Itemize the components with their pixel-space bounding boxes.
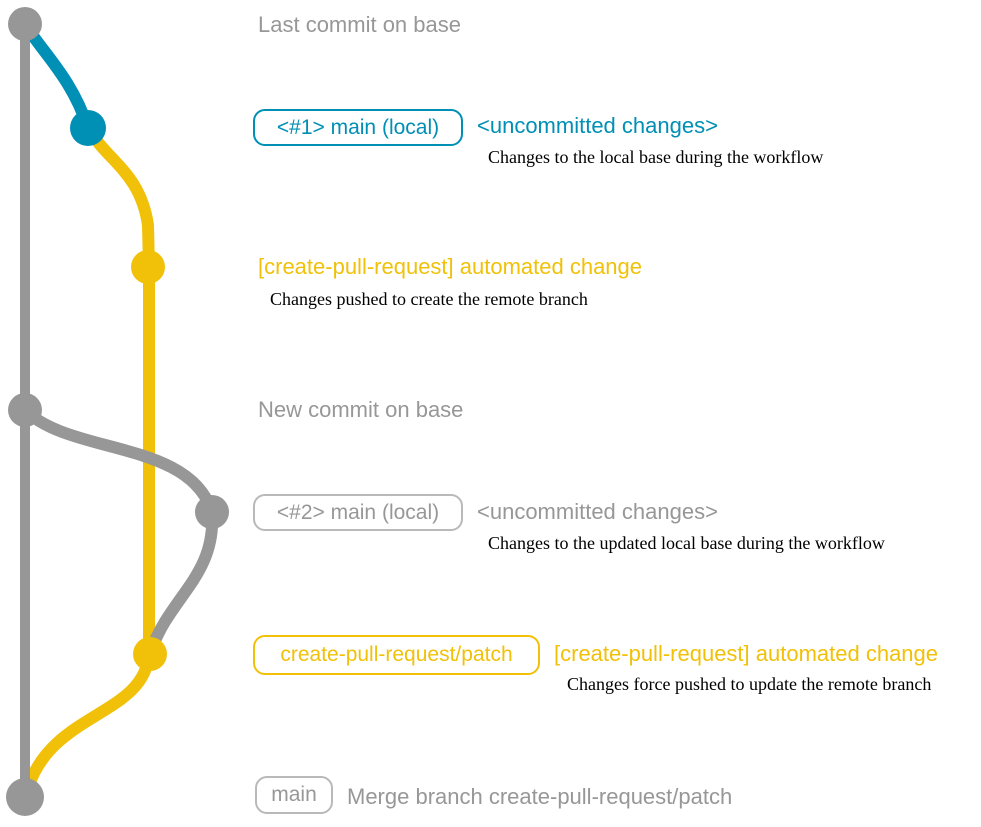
annotation-uncommitted-1: Changes to the local base during the wor…	[488, 147, 824, 167]
commit-dot-uncommitted-2	[195, 495, 229, 529]
commit-message-automated-1: [create-pull-request] automated change	[258, 254, 643, 279]
branch-label-main: main	[255, 776, 333, 814]
branch-line-main-local-2-out	[19, 404, 218, 518]
commit-message-automated-2: [create-pull-request] automated change	[554, 641, 939, 666]
commit-message-new-base: New commit on base	[258, 397, 464, 422]
branch-label-create-pull-request-patch: create-pull-request/patch	[253, 635, 540, 675]
annotation-uncommitted-2: Changes to the updated local base during…	[488, 533, 885, 553]
commit-message-uncommitted-2: <uncommitted changes>	[477, 499, 718, 524]
branch-label-main-local-1: <#1> main (local)	[253, 109, 463, 146]
annotation-automated-1: Changes pushed to create the remote bran…	[270, 289, 588, 309]
commit-dot-automated-change-1	[131, 250, 165, 284]
commit-dot-uncommitted-1	[70, 110, 106, 146]
commit-message-merge: Merge branch create-pull-request/patch	[347, 784, 733, 809]
commit-message-uncommitted-1: <uncommitted changes>	[477, 113, 718, 138]
commit-dot-last-base	[8, 7, 42, 41]
commit-dot-merge	[6, 778, 44, 816]
branch-line-main-local-1	[19, 18, 94, 134]
commit-dot-automated-change-2	[133, 637, 167, 671]
branch-label-main-local-2: <#2> main (local)	[253, 494, 463, 531]
branch-line-main-local-2-in	[146, 506, 219, 654]
commit-message-last-base: Last commit on base	[258, 12, 461, 37]
annotation-automated-2: Changes force pushed to update the remot…	[567, 674, 932, 694]
commit-dot-new-base	[8, 393, 42, 427]
